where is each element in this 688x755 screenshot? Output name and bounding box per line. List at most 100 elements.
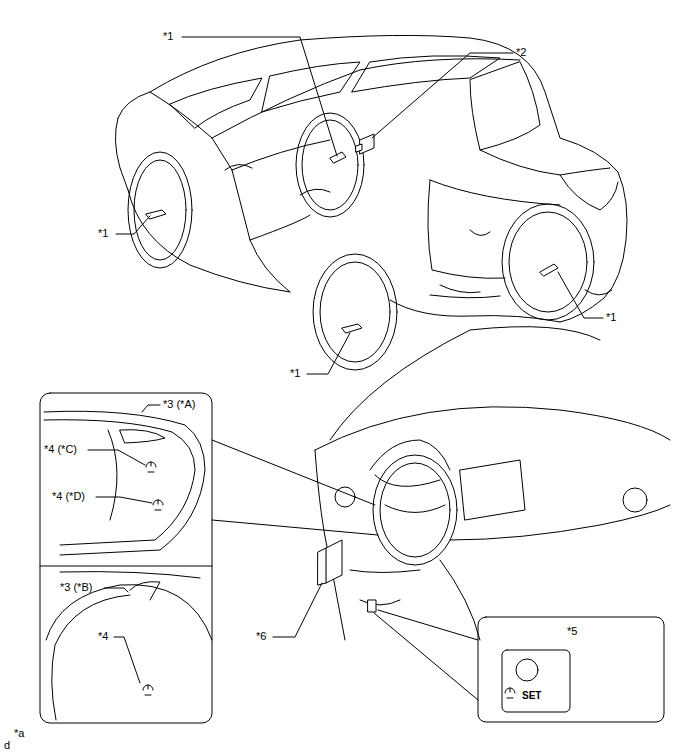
- leader-line: [116, 216, 150, 234]
- tire-pressure-receiver: [356, 144, 362, 152]
- set-switch: [516, 659, 538, 681]
- instrument-panel: [623, 488, 647, 512]
- vehicle-outline: [585, 290, 612, 295]
- wheel: [128, 113, 594, 370]
- instrument-panel: [373, 455, 457, 565]
- tire-pressure-sensor: [540, 264, 558, 276]
- instrument-panel: [440, 560, 480, 640]
- instrument-panel: [375, 475, 440, 486]
- instrument-panel: [315, 327, 670, 640]
- combination-meter: [44, 420, 195, 545]
- tire-pressure-sensor: [342, 324, 362, 333]
- callout-number: *3 (*B): [60, 581, 92, 594]
- vehicle-outline: [115, 118, 128, 190]
- inset-frame: [40, 393, 664, 723]
- vehicle-outline: [470, 230, 490, 236]
- callout-number: *4 (*D): [52, 490, 85, 503]
- vehicle-outline: [128, 190, 290, 292]
- ecu-box: [318, 548, 326, 585]
- vehicle-outline: [300, 189, 330, 195]
- leader-line: [307, 333, 350, 374]
- warning-light-icon: [143, 462, 163, 695]
- leader-line: [114, 637, 140, 683]
- leader-line: [142, 405, 160, 412]
- set-switch: [505, 688, 515, 698]
- vehicle-outline: [560, 175, 618, 210]
- set-switch: [502, 650, 570, 712]
- leader-line: [378, 610, 478, 640]
- callout-number: *3 (*A): [163, 398, 195, 411]
- leader-line: [116, 37, 603, 374]
- vehicle-outline: [262, 62, 360, 112]
- combination-meter: [44, 411, 205, 555]
- leader-line: [104, 588, 128, 592]
- leader-line: [212, 520, 378, 535]
- instrument-panel: [385, 505, 445, 513]
- vehicle-outline: [428, 180, 505, 278]
- wheel: [320, 262, 390, 362]
- instrument-panel: [350, 570, 420, 573]
- warning-light-icon: [158, 500, 159, 504]
- combination-meter: [130, 582, 160, 600]
- combination-meter: [44, 411, 212, 720]
- leader-line: [372, 53, 513, 138]
- callout-number: *1: [290, 367, 300, 380]
- warning-light-icon: [148, 685, 149, 689]
- leader-line: [374, 613, 478, 700]
- instrument-panel: [460, 460, 525, 520]
- leader-line: [88, 450, 145, 465]
- warning-light-icon: [146, 462, 156, 472]
- callout-number: *1: [606, 311, 616, 324]
- vehicle-outline: [225, 164, 252, 170]
- instrument-panel: [368, 600, 376, 612]
- instrument-panel: [450, 505, 670, 540]
- instrument-panel: [360, 600, 400, 605]
- tire-pressure-receiver: [356, 134, 374, 154]
- leader-line: [212, 440, 375, 505]
- callout-number: d: [4, 739, 10, 752]
- leader-line: [273, 583, 322, 637]
- component-illustration: [40, 35, 670, 723]
- wheel: [134, 160, 186, 260]
- callout-number: *a: [14, 727, 24, 740]
- instrument-panel: [380, 463, 450, 557]
- vehicle-outline: [170, 78, 262, 128]
- inset-frame: [478, 617, 664, 722]
- callout-number: *6: [256, 630, 266, 643]
- switch-text: SET: [522, 689, 541, 702]
- callout-number: *1: [98, 227, 108, 240]
- leader-line: [96, 497, 152, 503]
- combination-meter: [108, 430, 117, 520]
- instrument-panel: [315, 450, 345, 640]
- warning-light-icon: [151, 462, 152, 466]
- inset-frame: [40, 566, 212, 567]
- vehicle-outline: [232, 170, 290, 292]
- vehicle-outline: [480, 150, 610, 175]
- callout-number: *2: [516, 46, 526, 59]
- vehicle-outline: [212, 59, 520, 138]
- ecu-box: [326, 540, 342, 583]
- combination-meter: [60, 572, 200, 578]
- callout-number: *1: [163, 30, 173, 43]
- vehicle-outline: [115, 35, 627, 322]
- callout-number: *4 (*C): [44, 443, 77, 456]
- wheel: [313, 254, 397, 370]
- vehicle-outline: [118, 35, 627, 322]
- instrument-panel: [330, 327, 600, 440]
- leader-line: [273, 583, 478, 700]
- leader-line: [88, 405, 378, 683]
- vehicle-outline: [470, 62, 540, 150]
- ecu-box: [318, 540, 342, 585]
- set-switch: [502, 650, 570, 712]
- vehicle-outline: [352, 56, 500, 92]
- combination-meter: [120, 430, 165, 443]
- vehicle-outline: [430, 295, 500, 298]
- vehicle-outline: [430, 180, 560, 205]
- warning-light-icon: [153, 500, 163, 510]
- callout-number: *5: [567, 625, 577, 638]
- callout-number: *4: [98, 630, 108, 643]
- wheel: [509, 212, 587, 312]
- leader-line: [182, 37, 337, 156]
- vehicle-outline: [390, 300, 560, 322]
- instrument-panel: [335, 487, 355, 507]
